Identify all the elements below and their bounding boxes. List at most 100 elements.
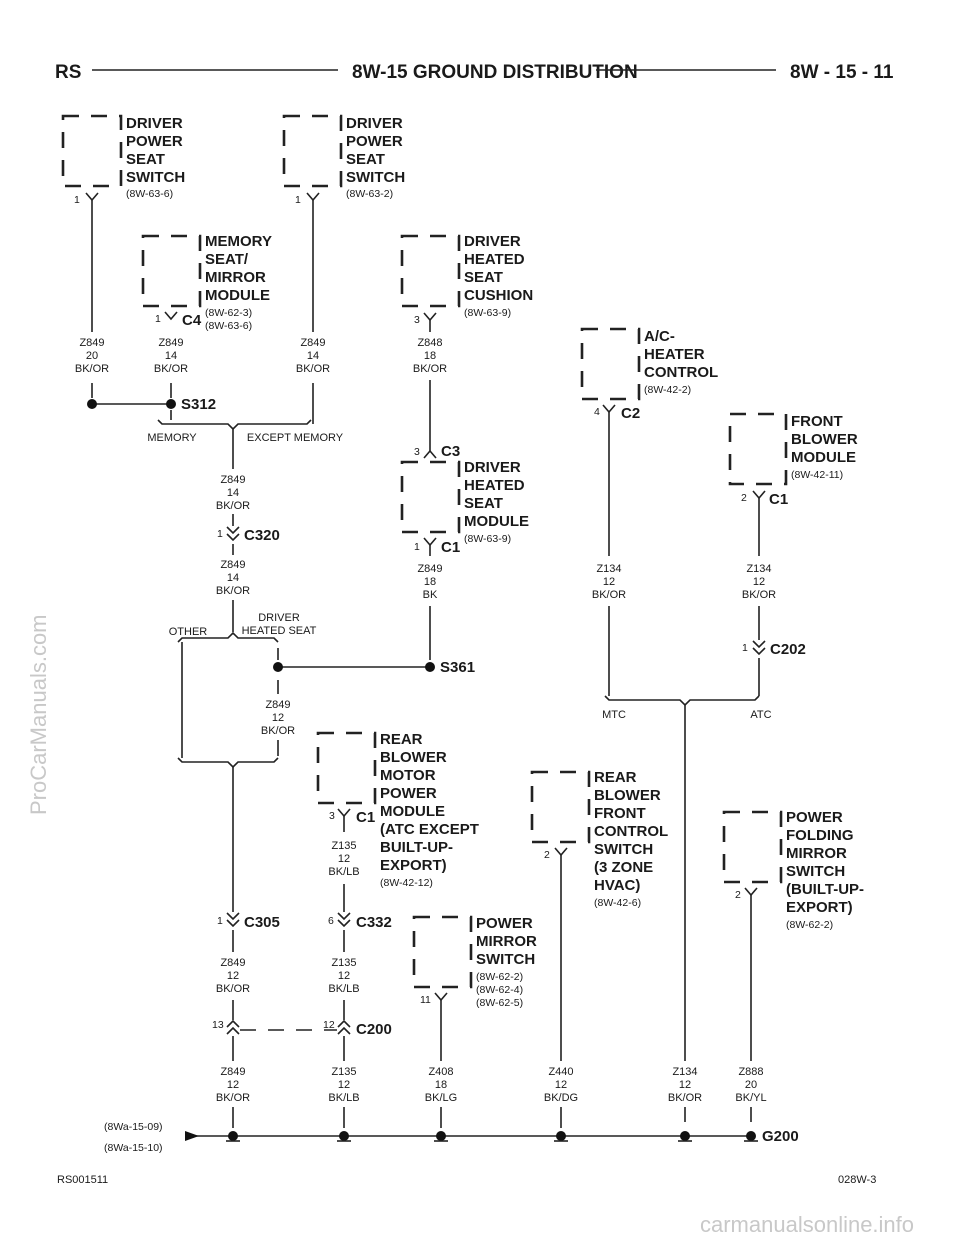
terminal-symbol [434,992,448,1002]
terminal-symbol [554,847,568,857]
connector-label: C1 [441,539,460,556]
component-box [316,731,377,805]
option-bracket [177,631,279,643]
side-watermark: ProCarManuals.com [26,614,51,815]
connector-label: C332 [356,914,392,931]
component-box [400,460,461,534]
ground-label: G200 [762,1128,799,1145]
connector-label: C2 [621,405,640,422]
component-reference: (8W-42-2) [644,384,691,396]
pin-number: 2 [735,889,741,901]
component-label: POWER FOLDING MIRROR SWITCH (BUILT-UP- E… [786,809,868,916]
connector-c202: 1 C202 [742,640,806,658]
pin-number: 1 [155,313,161,325]
option-label-mtc: MTC [602,709,626,721]
ground-splice-dots [226,1131,758,1142]
power-mirror-switch: POWER MIRROR SWITCH (8W-62-2) (8W-62-4) … [412,915,541,1009]
header-left: RS [55,62,81,83]
driver-power-seat-switch-2: DRIVER POWER SEAT SWITCH (8W-63-2) 1 [282,114,407,206]
ac-heater-control: A/C- HEATER CONTROL (8W-42-2) 4 C2 [580,327,718,422]
component-reference: (8W-62-2) [786,919,833,931]
connector-label: C4 [182,312,202,329]
component-label: DRIVER HEATED SEAT MODULE [464,459,529,530]
pin-number: 1 [217,528,223,540]
component-label: DRIVER HEATED SEAT CUSHION [464,233,533,304]
component-box [141,234,202,308]
component-reference: (8W-63-9) [464,533,511,545]
pin-number: 1 [414,541,420,553]
pin-number: 1 [295,194,301,206]
figure-id: RS001511 [57,1174,108,1186]
page-code: 028W-3 [838,1174,876,1186]
connector-c200: 13 12 C200 [212,1019,392,1038]
terminal-symbol [337,808,351,818]
connector-label: C202 [770,641,806,658]
pin-number: 1 [217,915,223,927]
wire-lines [91,200,760,1141]
splice-dot [425,662,435,672]
terminal-symbol [423,449,437,459]
component-label: DRIVER POWER SEAT SWITCH [346,115,407,186]
splice-s361: S361 [273,659,475,676]
splice-dot [166,399,176,409]
component-box [580,327,641,401]
component-label: POWER MIRROR SWITCH [476,915,541,968]
component-box [412,915,473,989]
component-reference: (8W-62-5) [476,997,523,1009]
ground-reference: (8Wa-15-10) [104,1142,163,1154]
component-reference: (8W-63-6) [126,188,173,200]
terminal-symbol [602,404,616,414]
pin-number: 13 [212,1019,224,1031]
pin-number: 6 [328,915,334,927]
component-reference: (8W-62-2) [476,971,523,983]
arrow-icon [185,1131,199,1141]
component-label: A/C- HEATER CONTROL [644,328,718,381]
component-reference: (8W-63-6) [205,320,252,332]
pin-number: 3 [329,810,335,822]
connector-symbol [226,1019,240,1035]
option-label-memory: MEMORY [147,432,197,444]
component-box [728,412,788,486]
component-box [530,770,591,844]
pin-number: 1 [742,642,748,654]
component-label: REAR BLOWER MOTOR POWER MODULE (ATC EXCE… [380,731,483,874]
component-reference: (8W-42-11) [791,469,843,481]
option-label-atc: ATC [750,709,771,721]
connector-c320: 1 C320 [217,526,280,544]
driver-heated-seat-module: 3 C3 DRIVER HEATED SEAT MODULE (8W-63-9)… [400,443,529,556]
ground-g200: (8Wa-15-09) (8Wa-15-10) G200 [104,1121,799,1154]
component-reference: (8W-42-12) [380,877,433,889]
component-box [400,234,461,308]
splice-s312: S312 [87,396,216,413]
component-box [61,114,123,188]
page-footer: RS001511 028W-3 [57,1174,876,1186]
splice-label: S312 [181,396,216,413]
connector-label: C200 [356,1021,392,1038]
ground-reference: (8Wa-15-09) [104,1121,163,1133]
splice-dot [273,662,283,672]
power-folding-mirror-switch: POWER FOLDING MIRROR SWITCH (BUILT-UP- E… [722,809,868,931]
connector-label: C1 [356,809,375,826]
option-label-other: OTHER [169,626,208,638]
terminal-symbol [164,311,178,321]
rear-blower-front-control-switch: REAR BLOWER FRONT CONTROL SWITCH (3 ZONE… [530,769,668,909]
